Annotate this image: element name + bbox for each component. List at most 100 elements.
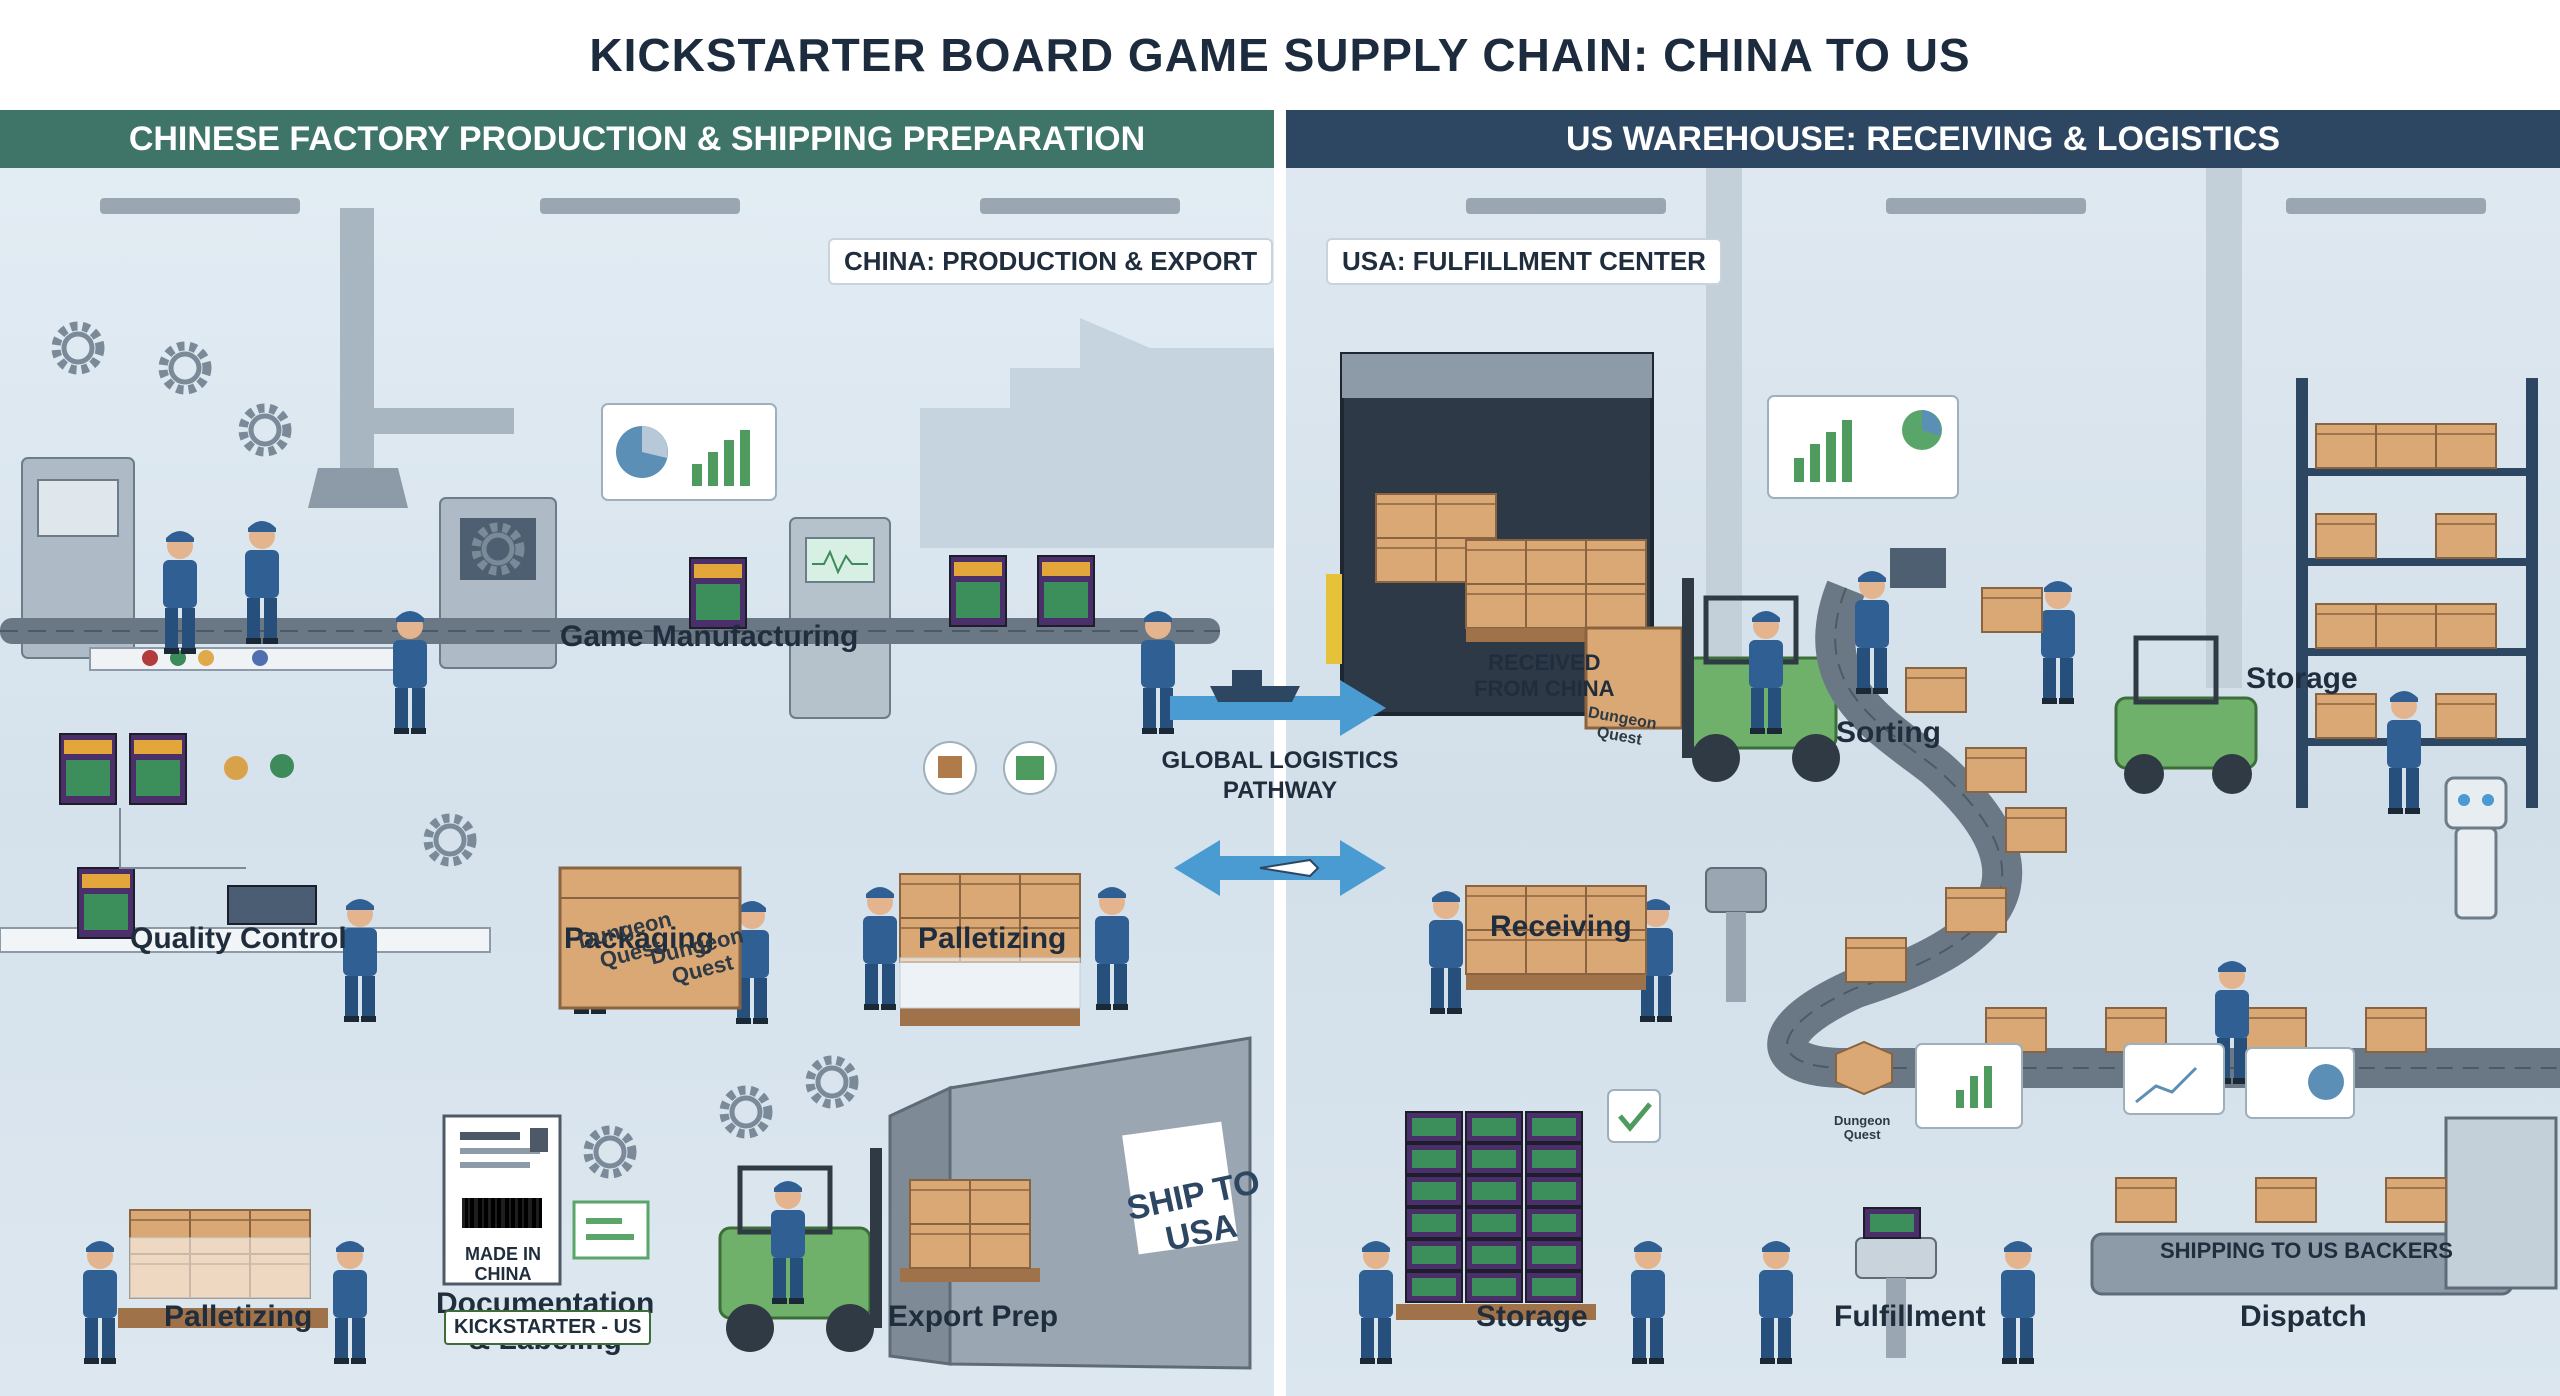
factory-worker [393,611,427,734]
panel-divider [1274,110,1286,1396]
gear-icon [428,818,472,862]
safety-bollard [1326,574,1342,664]
dungeon-quest-box [558,866,742,1010]
computer-terminal [1890,548,1946,588]
forklift [2114,635,2258,794]
label-storage-top: Storage [2246,662,2358,695]
scanner-station [1705,867,1767,913]
gear-icon [810,1060,854,1104]
us-warehouse-scene [1326,168,2560,1364]
pallet-stack [900,1179,1040,1282]
fulfillment-worker [1759,1241,1793,1364]
game-box [1863,1207,1921,1239]
received-from-china-label: RECEIVED FROM CHINA [1474,650,1615,702]
pallet-stack [118,1209,328,1328]
gear-icon [163,346,207,390]
label-sorting: Sorting [1836,716,1941,749]
scale-station [1855,1237,1937,1279]
sorting-box [1945,887,2007,933]
sorting-box [1845,937,1907,983]
global-logistics-graphic [1170,670,1386,896]
label-game-manufacturing: Game Manufacturing [560,620,859,653]
global-logistics-label: GLOBAL LOGISTICS PATHWAY [1130,746,1430,806]
ceiling-light [1886,198,2086,214]
game-box [59,733,117,805]
product-card [1915,1043,2023,1129]
label-palletizing-top: Palletizing [918,922,1067,955]
dungeon-quest-badge [1835,1040,1893,1096]
gear-icon [243,408,287,452]
sorting-worker [2041,581,2075,704]
label-fulfillment: Fulfillment [1834,1300,1986,1333]
label-palletizing-bottom: Palletizing [164,1300,313,1333]
report-card [2123,1043,2225,1115]
exhaust-hood [308,468,408,508]
gear-icon [56,326,100,370]
china-tag: CHINA: PRODUCTION & EXPORT [828,238,1274,285]
sorting-conveyor [1767,580,2560,1088]
pallet-worker [83,1241,117,1364]
game-box [129,733,187,805]
usa-panel-header: US WAREHOUSE: RECEIVING & LOGISTICS [1286,110,2560,168]
kickstarter-label: KICKSTARTER - US [444,1310,652,1345]
storage-worker [1631,1241,1665,1364]
china-factory-scene [0,198,1274,1370]
plane-arrow [1174,840,1386,896]
dispatch-conveyor [2090,1116,2558,1296]
game-box [77,867,135,939]
checkmark-card [1607,1089,1661,1143]
gear-icon [724,1090,768,1134]
pallet-worker [863,887,897,1010]
ceiling-light [1466,198,1666,214]
sorting-worker [1855,571,1889,694]
china-panel: CHINESE FACTORY PRODUCTION & SHIPPING PR… [0,110,1274,1396]
barcode [462,1198,542,1228]
badge-print-line1: Dungeon [1834,1113,1891,1128]
shipping-to-backers-label: SHIPPING TO US BACKERS [2160,1238,2453,1263]
received-line2: FROM CHINA [1474,676,1615,701]
sorting-box [2005,807,2067,853]
workbench [89,647,401,671]
logistics-line2: PATHWAY [1222,777,1338,804]
ship-arrow [1170,670,1386,736]
made-in-china-label: MADE IN CHINA [465,1244,541,1284]
label-storage-bottom: Storage [1476,1300,1588,1333]
receiving-worker [1429,891,1463,1014]
sorting-box [1905,667,1967,713]
factory-silhouette [920,318,1274,548]
usa-panel: US WAREHOUSE: RECEIVING & LOGISTICS [1286,110,2560,1396]
pallet-worker [333,1241,367,1364]
robot-arm [2444,776,2508,920]
usa-tag: USA: FULFILLMENT CENTER [1326,238,1722,285]
pallet-worker [1095,887,1129,1010]
label-dispatch: Dispatch [2240,1300,2367,1333]
china-panel-header: CHINESE FACTORY PRODUCTION & SHIPPING PR… [0,110,1274,168]
sorting-box [2365,1007,2427,1053]
label-receiving: Receiving [1490,910,1632,943]
ceiling-lights [100,198,1180,214]
label-packaging: Packaging [564,922,715,955]
logistics-line1: GLOBAL LOGISTICS [1161,747,1399,774]
conveyor-belt [0,618,1220,644]
game-box [1037,555,1095,627]
shipping-container [888,1036,1252,1370]
game-box [949,555,1007,627]
storage-worker [1359,1241,1393,1364]
ceiling-light [2286,198,2486,214]
label-export-prep: Export Prep [888,1300,1059,1333]
receiving-pallet [1465,885,1647,990]
label-quality-control: Quality Control [130,922,347,955]
qc-worker [343,899,377,1022]
badge-print: Dungeon Quest [1834,1114,1890,1142]
pallet-stack [899,873,1081,1026]
received-line1: RECEIVED [1488,650,1601,675]
gear-icon [588,1130,632,1174]
held-box [1981,587,2043,633]
fulfillment-worker [2001,1241,2035,1364]
badge-print-line2: Quest [1843,1127,1881,1142]
sorting-box [1965,747,2027,793]
sorting-box [2245,1007,2307,1053]
game-stack [1396,1111,1596,1320]
storage-worker [2387,691,2421,814]
page-title: KICKSTARTER BOARD GAME SUPPLY CHAIN: CHI… [589,29,1971,81]
